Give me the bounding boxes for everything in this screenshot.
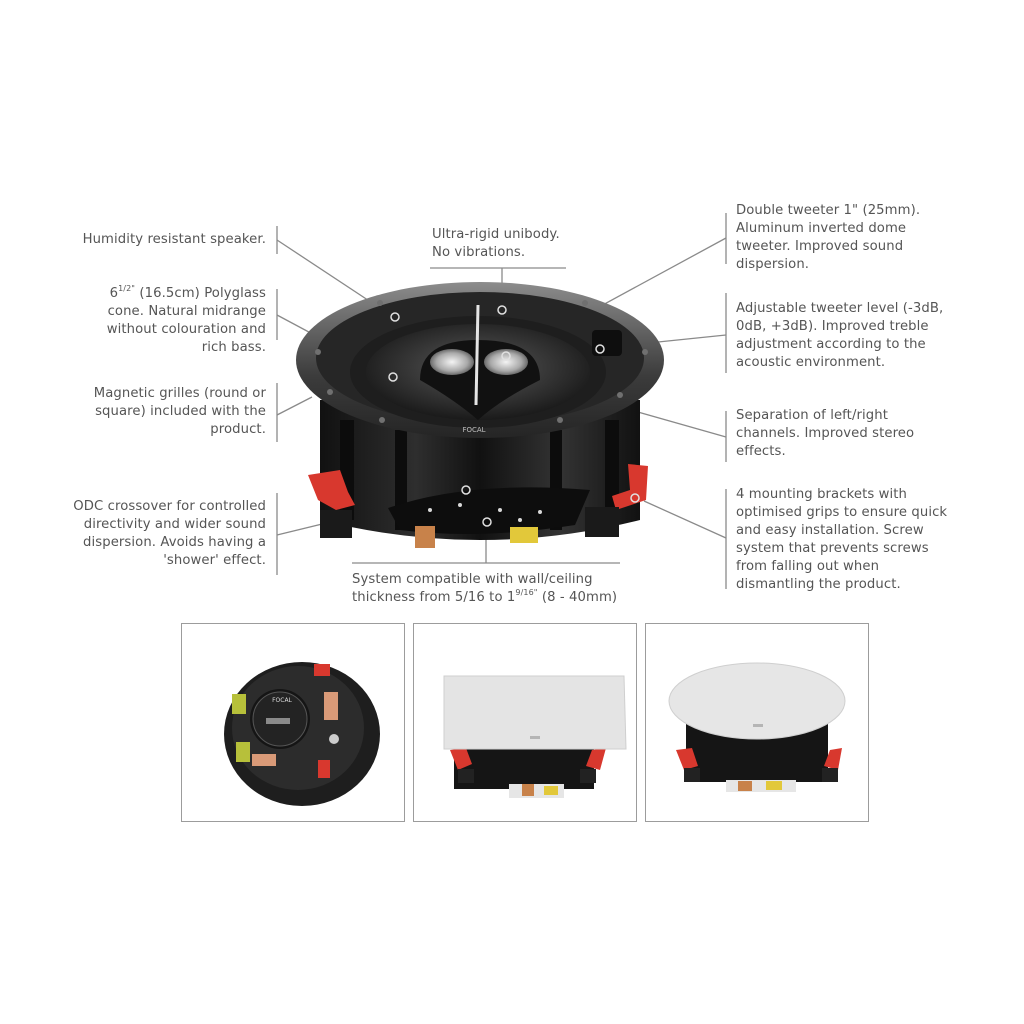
speaker-square-grille-image — [443, 675, 627, 798]
callout-mounting-brackets: 4 mounting brackets with optimised grips… — [736, 487, 948, 592]
callout-separation: Separation of left/right channels. Impro… — [736, 408, 915, 459]
speaker-round-grille-image — [668, 662, 846, 792]
callout-grilles: Magnetic grilles (round or square) inclu… — [93, 386, 266, 437]
callout-odc: ODC crossover for controlled directivity… — [73, 499, 266, 568]
svg-text:FOCAL: FOCAL — [272, 697, 292, 704]
callout-cone: 61/2" (16.5cm) Polyglass cone. Natural m… — [106, 284, 266, 356]
thumbnail-square-grille — [413, 623, 637, 822]
callout-tweeter: Double tweeter 1" (25mm). Aluminum inver… — [736, 203, 921, 272]
callout-system-compat: System compatible with wall/ceiling thic… — [352, 572, 618, 605]
brand-logo: FOCAL — [462, 426, 485, 434]
callout-humidity: Humidity resistant speaker. — [82, 232, 266, 247]
callout-level: Adjustable tweeter level (-3dB, 0dB, +3d… — [736, 301, 944, 370]
speaker-rear-image: FOCAL — [224, 662, 380, 806]
mounting-bracket-left — [308, 470, 355, 538]
thumbnail-rear-view: FOCAL — [181, 623, 405, 822]
callout-unibody: Ultra-rigid unibody. No vibrations. — [432, 227, 560, 260]
thumbnail-round-grille — [645, 623, 869, 822]
